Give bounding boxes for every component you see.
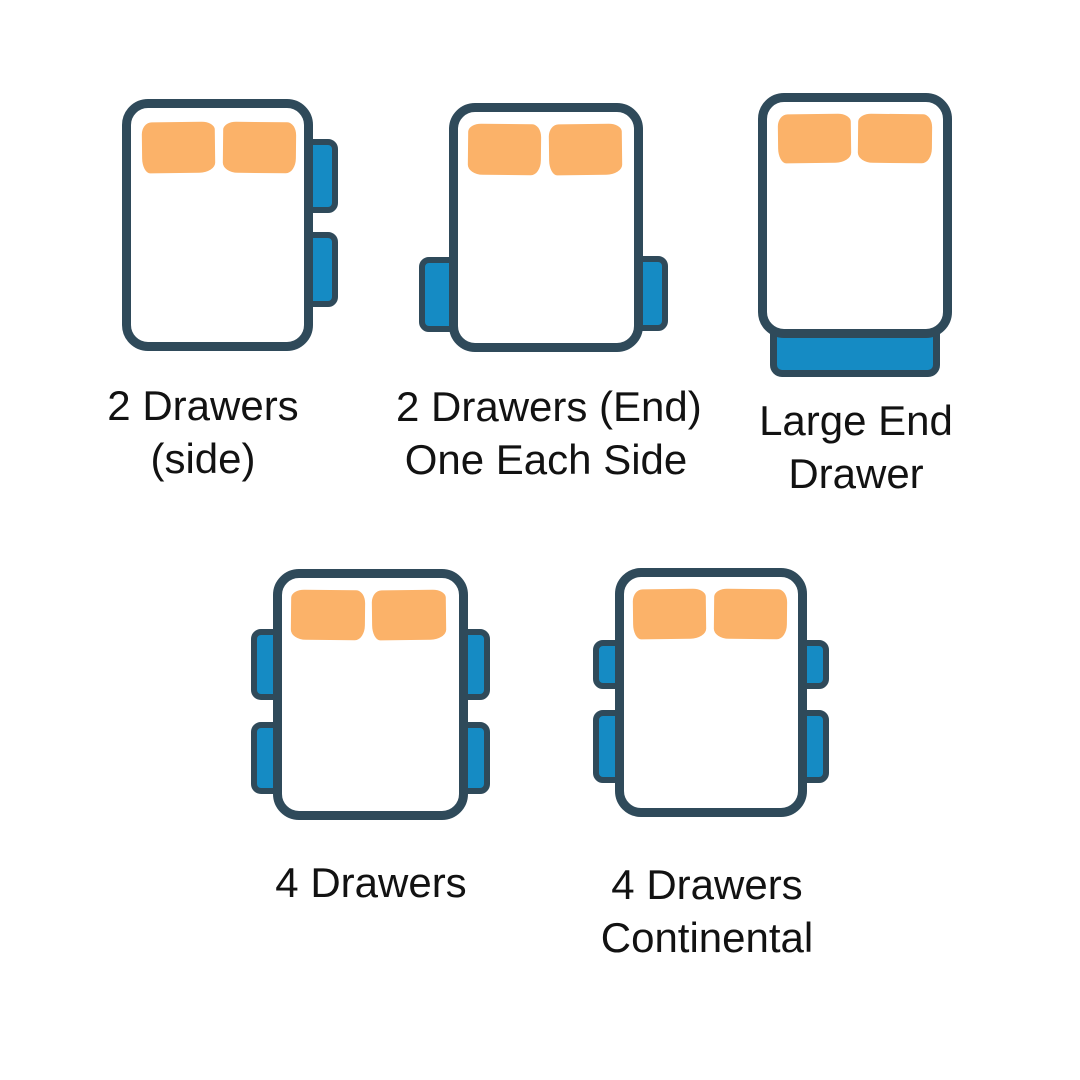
pillow-icon: [290, 589, 366, 641]
pillow-icon: [857, 113, 933, 164]
figure-label-line: 4 Drawers: [611, 861, 803, 908]
figure-label-line: 4 Drawers: [275, 859, 467, 906]
pillow-icon: [632, 588, 707, 640]
figure-label-line: One Each Side: [404, 436, 688, 483]
pillow-icon: [467, 123, 542, 176]
pillow-icon: [222, 121, 297, 174]
figure-label-line: 2 Drawers (End): [396, 383, 702, 430]
figure-label-line: 2 Drawers: [107, 382, 299, 429]
figure-label-line: (side): [150, 435, 256, 482]
pillow-icon: [713, 588, 788, 640]
figure-label-line: Continental: [600, 914, 814, 961]
figure-label: 2 Drawers (End) One Each Side: [396, 380, 702, 486]
figure-label-line: Large End: [759, 397, 953, 444]
figure-label: 4 Drawers Continental: [557, 858, 857, 964]
figure-label: 2 Drawers (side): [63, 379, 343, 485]
pillow-icon: [548, 123, 623, 176]
figure-label: 4 Drawers: [221, 856, 521, 909]
figure-label-line: Drawer: [788, 450, 924, 497]
figure-label: Large End Drawer: [706, 394, 1006, 500]
pillow-icon: [777, 113, 852, 164]
pillow-icon: [371, 589, 447, 641]
pillow-icon: [141, 121, 216, 174]
